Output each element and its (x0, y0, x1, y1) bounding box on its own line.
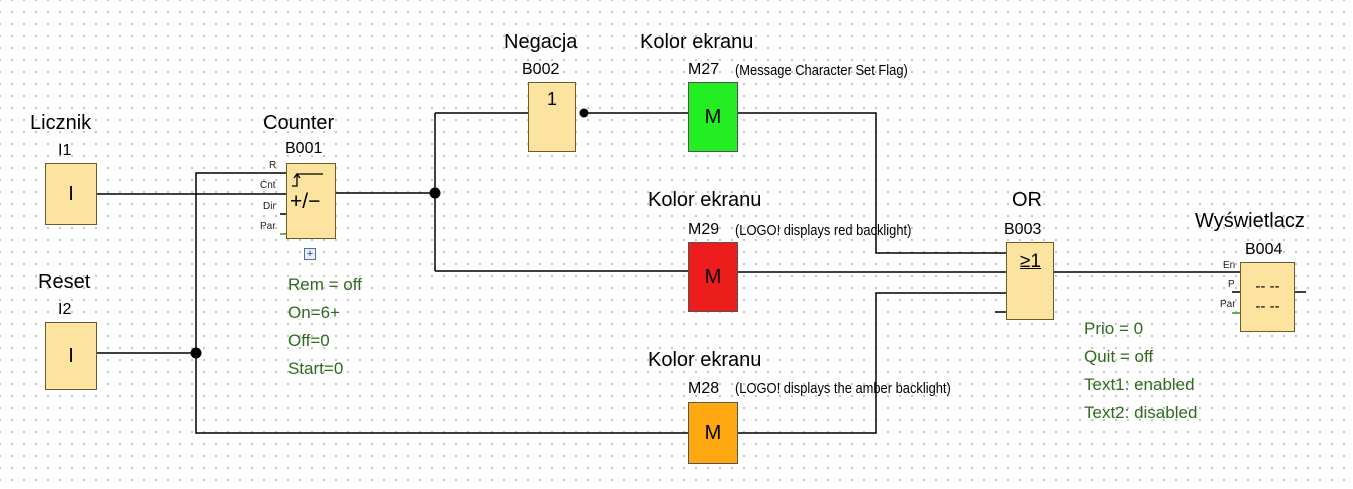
counter-edge-icon (292, 172, 323, 187)
counter-param-rem: Rem = off (288, 275, 362, 294)
m28-symbol: M (704, 421, 722, 444)
m27-title: Kolor ekranu (640, 31, 754, 53)
display-title: Wyświetlacz (1195, 210, 1305, 232)
m29-symbol: M (704, 265, 722, 288)
negacja-title: Negacja (504, 31, 578, 53)
junction-reset (190, 347, 202, 359)
display-param-prio: Prio = 0 (1084, 319, 1144, 338)
i2-id: I2 (58, 301, 72, 318)
m29-id: M29 (688, 221, 720, 238)
m29-note: (LOGO! displays red backlight) (735, 222, 912, 239)
counter-pin-par: Par (260, 221, 276, 232)
wire-m27-to-or (738, 112, 1006, 254)
negacja-symbol: 1 (546, 89, 557, 109)
counter-title: Counter (263, 112, 335, 134)
not-block-b002[interactable]: 1 (528, 82, 576, 152)
message-text-block-b004[interactable]: -- -- -- -- (1240, 262, 1295, 332)
counter-id: B001 (285, 140, 323, 157)
counter-param-start: Start=0 (288, 359, 344, 378)
i1-symbol: I (68, 182, 74, 205)
m27-id: M27 (688, 61, 720, 78)
counter-pin-dir: Dir (263, 201, 276, 212)
counter-block-b001[interactable]: +/− (286, 163, 336, 239)
or-title: OR (1012, 189, 1042, 211)
m28-id: M28 (688, 380, 720, 397)
m29-title: Kolor ekranu (648, 189, 762, 211)
counter-symbol: +/− (290, 190, 321, 213)
m28-note: (LOGO! displays the amber backlight) (735, 380, 951, 397)
or-id: B003 (1004, 221, 1042, 238)
m28-title: Kolor ekranu (648, 349, 762, 371)
wire-m28-to-or (738, 292, 1006, 434)
wire-reset-bus (195, 172, 688, 434)
i2-title: Reset (38, 271, 91, 293)
flag-block-m27[interactable]: M (688, 82, 738, 152)
input-block-i2[interactable]: I (45, 322, 97, 390)
m27-symbol: M (704, 105, 722, 128)
i1-title: Licznik (30, 112, 92, 134)
display-pin-par: Par (1220, 299, 1236, 310)
i1-id: I1 (58, 142, 72, 159)
input-block-i1[interactable]: I (45, 163, 97, 225)
display-param-text2: Text2: disabled (1084, 403, 1198, 422)
m27-note: (Message Character Set Flag) (735, 62, 908, 79)
display-param-quit: Quit = off (1084, 347, 1154, 366)
counter-pin-cnt: Cnt (260, 180, 276, 191)
counter-pin-r: R (269, 160, 277, 171)
counter-param-off: Off=0 (288, 331, 330, 350)
or-block-b003[interactable]: ≥1 (1006, 242, 1054, 320)
display-param-text1: Text1: enabled (1084, 375, 1195, 394)
or-symbol: ≥1 (1020, 251, 1041, 272)
flag-block-m28[interactable]: M (688, 402, 738, 464)
counter-param-on: On=6+ (288, 303, 340, 322)
display-pin-en: En (1223, 260, 1236, 271)
flag-block-m29[interactable]: M (688, 242, 738, 312)
display-symbol-top: -- -- (1255, 278, 1280, 295)
display-id: B004 (1245, 241, 1283, 258)
i2-symbol: I (68, 344, 74, 367)
display-symbol-bottom: -- -- (1255, 298, 1280, 315)
negation-dot (579, 108, 589, 118)
junction-counter-out (429, 187, 441, 199)
expand-parameters-button[interactable]: + (304, 248, 316, 260)
negacja-id: B002 (522, 61, 560, 78)
display-pin-p: P (1228, 279, 1235, 290)
